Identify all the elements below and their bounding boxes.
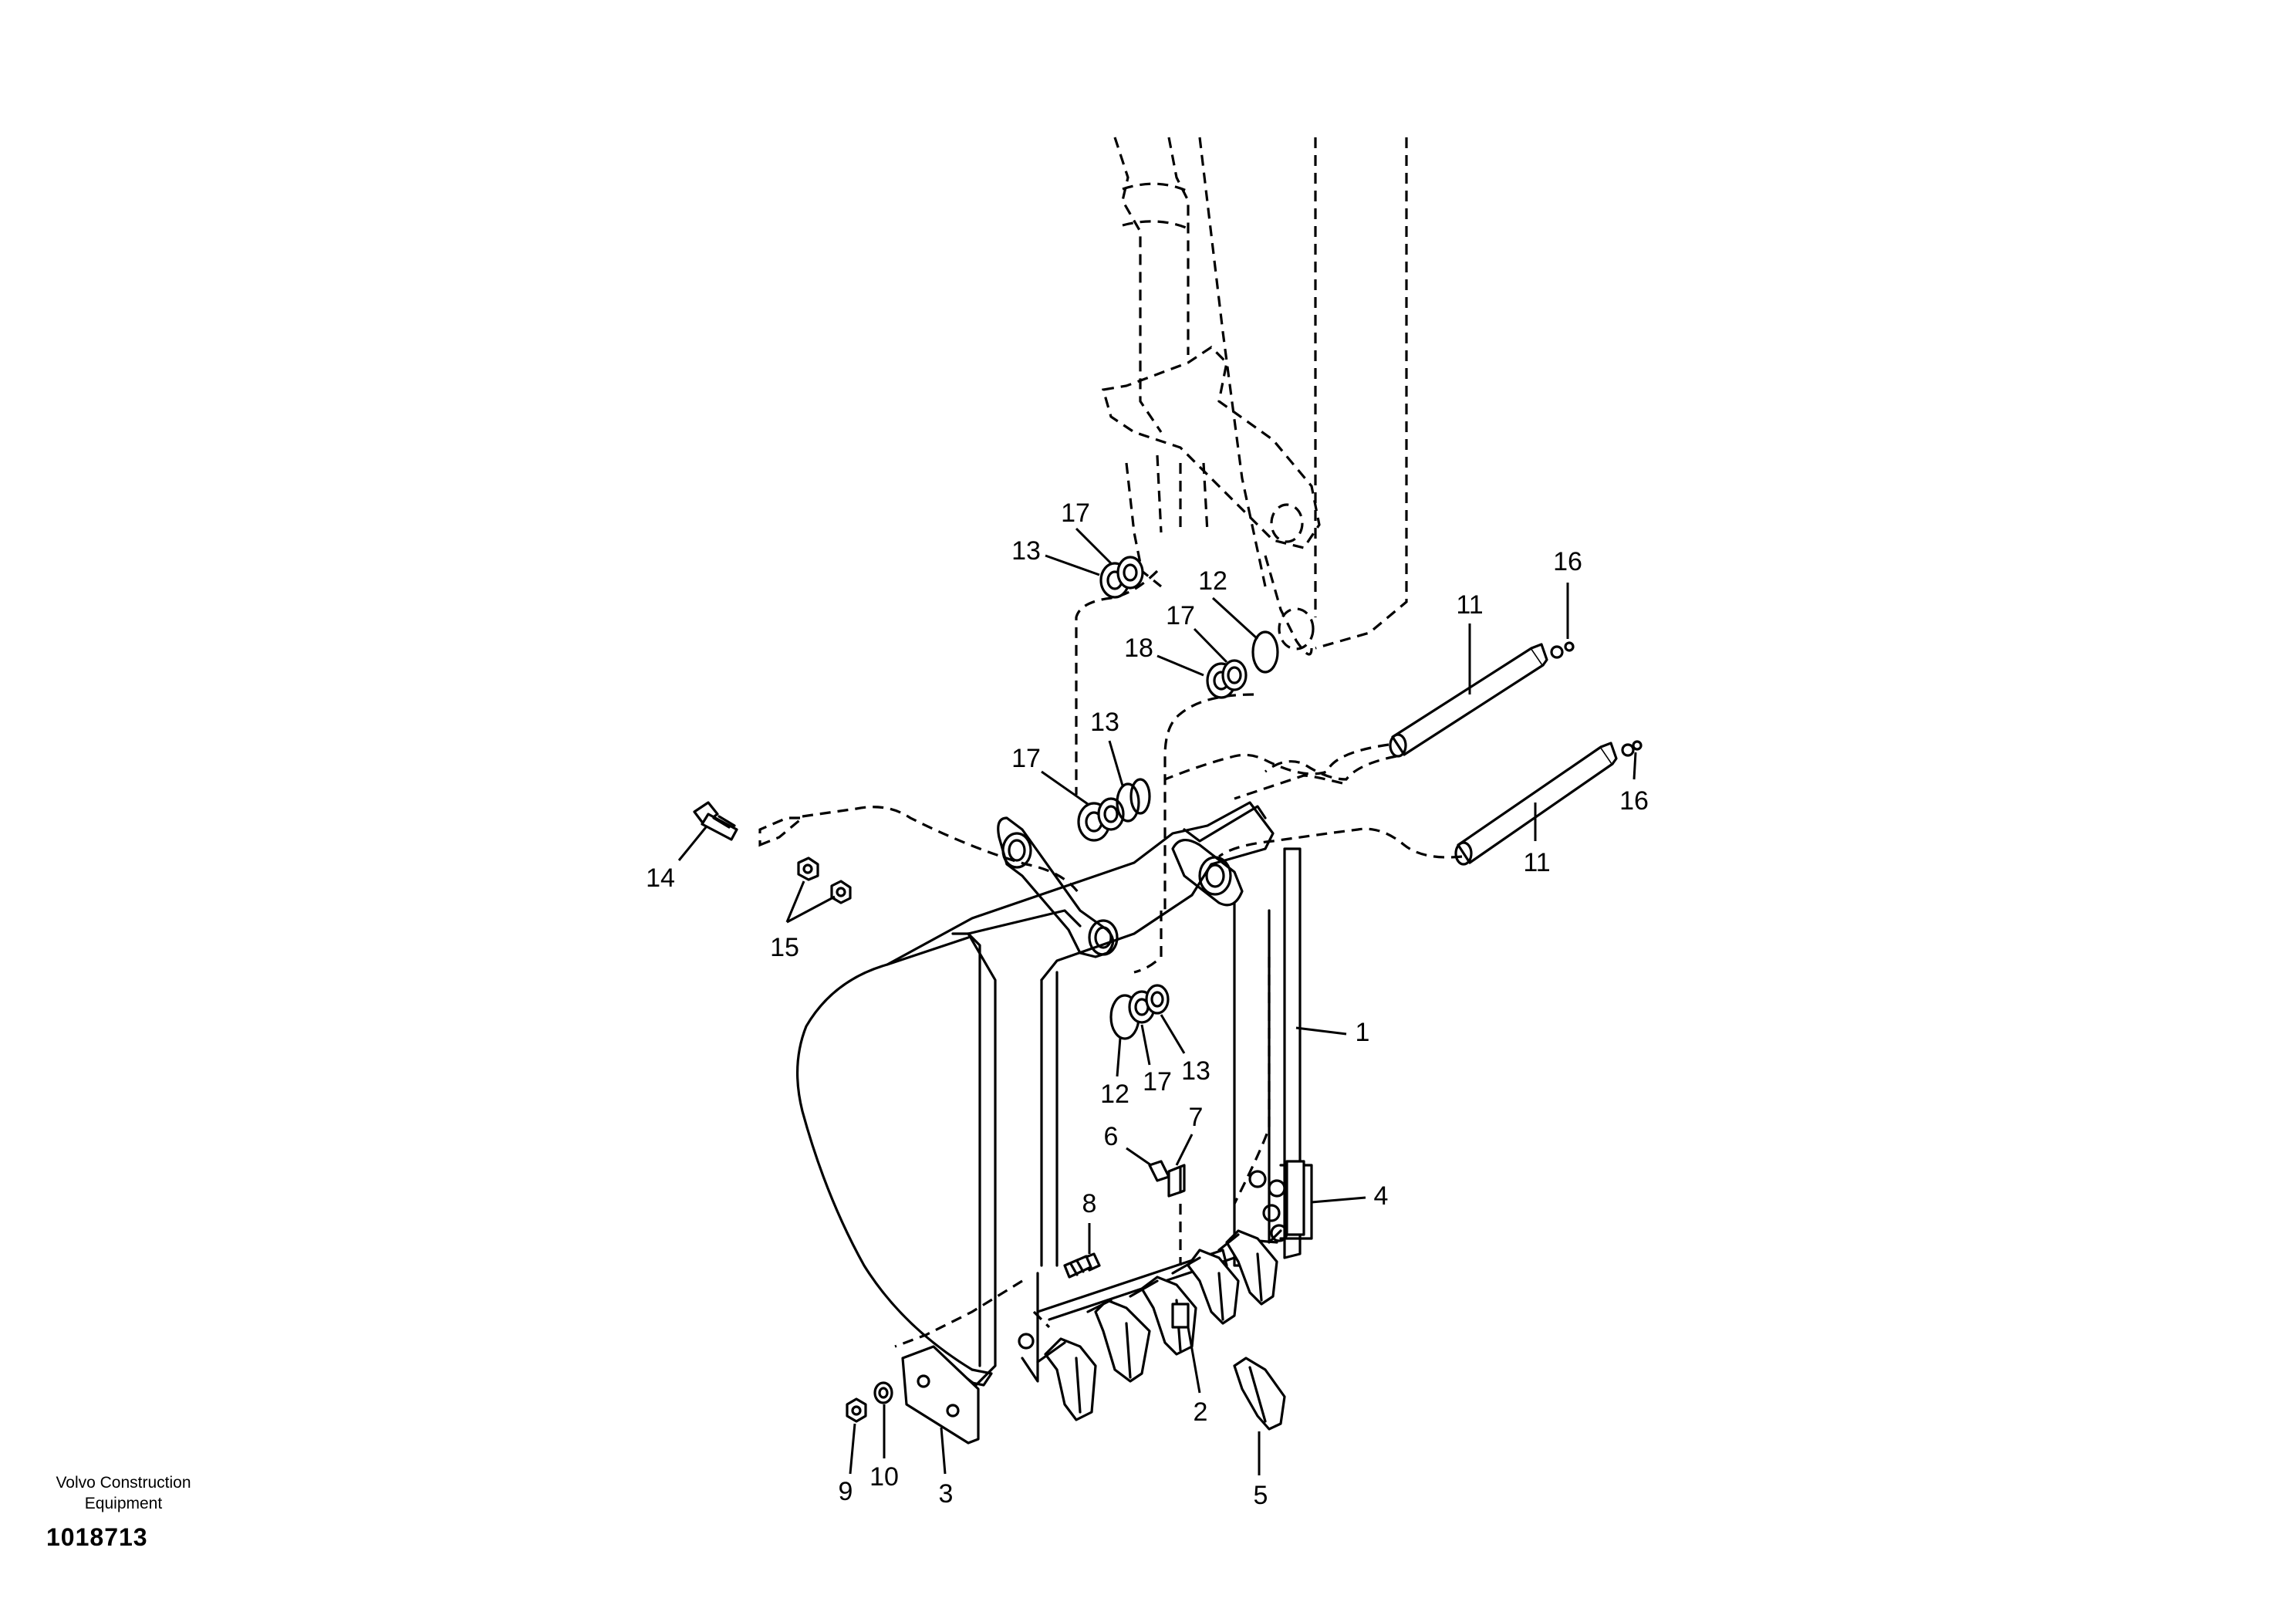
- callout-2: 2: [1194, 1397, 1208, 1427]
- side-cutter-3: [901, 1345, 980, 1445]
- callout-1: 1: [1356, 1018, 1370, 1047]
- callout-12-upper: 12: [1198, 566, 1227, 596]
- drawing-footer: Volvo Construction Equipment 1018713: [46, 1472, 231, 1552]
- callout-9: 9: [839, 1477, 853, 1506]
- callout-5: 5: [1254, 1481, 1268, 1510]
- callout-16-lower: 16: [1619, 786, 1649, 816]
- callout-17-middle: 17: [1011, 744, 1041, 773]
- wear-plate-4: [1285, 1160, 1305, 1236]
- bucket-teeth: [1036, 1229, 1278, 1421]
- bolt-14: [693, 801, 738, 841]
- callout-10: 10: [869, 1462, 899, 1492]
- washer-10: [873, 1381, 893, 1404]
- callout-16-upper: 16: [1553, 547, 1582, 576]
- callout-18: 18: [1124, 634, 1153, 663]
- callout-13-lower: 13: [1181, 1056, 1210, 1086]
- leader-lines: [677, 527, 1637, 1475]
- callout-17-upper-middle: 17: [1166, 601, 1195, 630]
- loose-hardware: [693, 556, 1643, 1445]
- callout-17-lower: 17: [1143, 1067, 1172, 1097]
- callout-15: 15: [770, 933, 799, 962]
- callout-3: 3: [939, 1479, 954, 1509]
- nut-9: [846, 1397, 867, 1423]
- pin-upper-11: [1389, 643, 1564, 758]
- callout-6: 6: [1104, 1122, 1119, 1151]
- callout-11-lower: 11: [1523, 848, 1550, 877]
- pin-lower-11: [1454, 742, 1635, 866]
- callout-7: 7: [1189, 1103, 1204, 1132]
- loose-tooth-5: [1233, 1357, 1286, 1431]
- drawing-number: 1018713: [46, 1523, 148, 1551]
- callout-8: 8: [1082, 1189, 1097, 1218]
- callout-14: 14: [646, 863, 675, 893]
- callout-4: 4: [1374, 1181, 1389, 1211]
- nuts-15: [797, 857, 852, 904]
- callout-11-upper: 11: [1456, 590, 1483, 620]
- callout-13-top: 13: [1011, 536, 1041, 566]
- callout-labels: 1 2 3 4 5 6 7 8 9 10 11 11 12 12 13 13 1…: [646, 498, 1649, 1510]
- arm-linkage-hidden-outline: [758, 137, 1463, 1348]
- publisher-line-1: Volvo Construction: [56, 1474, 191, 1492]
- retainer-6-7: [1148, 1160, 1186, 1198]
- callout-13-middle: 13: [1090, 708, 1119, 737]
- callout-17-top: 17: [1061, 498, 1090, 528]
- callout-12-lower: 12: [1100, 1080, 1129, 1109]
- bolt-8: [1063, 1252, 1101, 1279]
- publisher-name: Volvo Construction Equipment: [46, 1472, 201, 1514]
- publisher-line-2: Equipment: [84, 1495, 163, 1512]
